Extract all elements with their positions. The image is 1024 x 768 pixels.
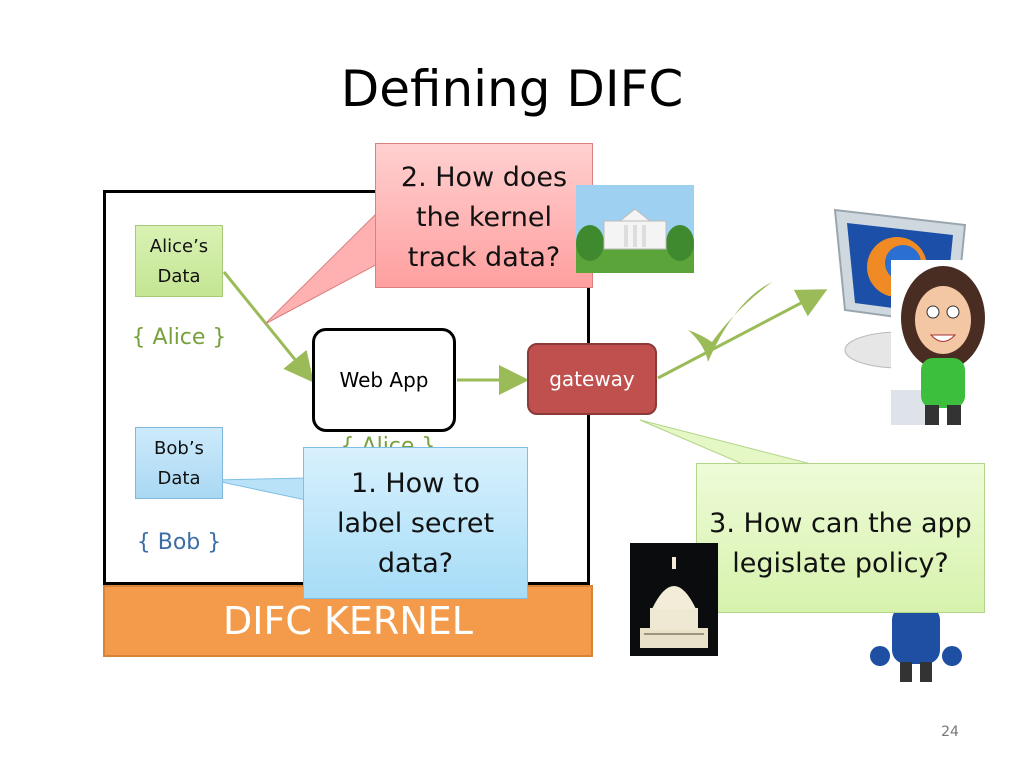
alice-label: { Alice }	[131, 325, 227, 350]
bob-label: { Bob }	[136, 530, 222, 555]
callout-track-data: 2. How does the kernel track data?	[375, 143, 593, 288]
callout-legislate-policy: 3. How can the app legislate policy?	[696, 463, 985, 613]
callout-label-secret-data: 1. How to label secret data?	[303, 447, 528, 599]
webapp-label: { Alice }	[340, 434, 436, 448]
bob-data-note: Bob’s Data	[135, 427, 223, 499]
slide-title: Defining DIFC	[340, 60, 684, 118]
avatar-alice-icon	[891, 260, 991, 425]
gateway-node: gateway	[527, 343, 657, 415]
alice-data-note: Alice’s Data	[135, 225, 223, 297]
callout-1-tail	[211, 477, 307, 501]
page-number: 24	[941, 724, 959, 740]
capitol-icon	[630, 543, 718, 656]
avatar-bob-icon	[870, 606, 962, 682]
gateway-to-alice-arrow	[657, 289, 828, 380]
webapp-node: Web App	[312, 328, 456, 432]
white-house-icon	[576, 185, 694, 273]
callout-3-tail	[639, 419, 816, 466]
alice-to-webapp-arrow	[222, 271, 314, 383]
checkmark-icon	[688, 282, 772, 362]
callout-2-tail	[264, 203, 386, 325]
